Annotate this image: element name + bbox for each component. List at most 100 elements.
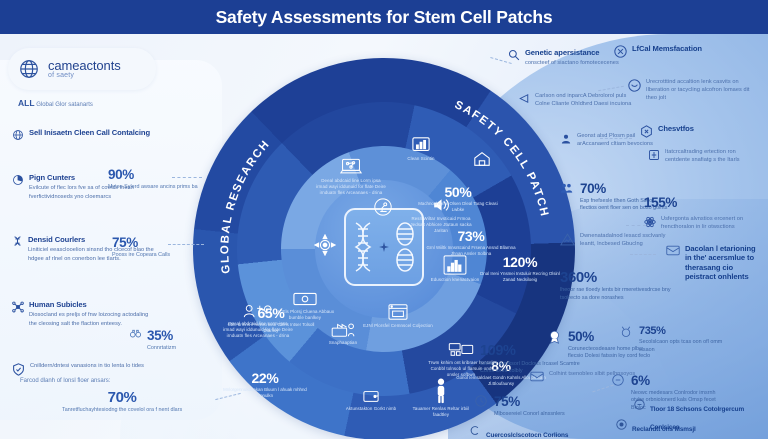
note-text: Geonst alsd Plosm pail arAccanaerd cltia…: [577, 133, 654, 148]
right-note-0[interactable]: Genetic apersistance conscteef of siacta…: [508, 48, 628, 68]
award-icon: [548, 330, 561, 344]
ring-stat-caption: Grnl Wiiltk Innsntcaind Frsena Ansnd Bll…: [426, 245, 516, 256]
ring-stat: 22% Mnlorgennukduakan Bluurn l ahuak mhh…: [220, 370, 310, 399]
right-note-5[interactable]: Itatcrcaltrading ertection ron centdente…: [648, 148, 760, 164]
logo-badge[interactable]: cameactonts of saety: [8, 48, 156, 90]
ring-icon-caption: Trwm knhim ont kribraer hunsek Conbbl to…: [428, 360, 494, 377]
note-heading: Sell Inisaetn Cleen Call Contalcing: [29, 128, 150, 137]
left-small-label: ALL Global Glor satanarts: [18, 98, 138, 109]
stat-value: 35%: [147, 328, 173, 343]
left-stat-0: 90% Mytee Sylerd awsare ancins prims ba: [108, 168, 220, 191]
stat-caption: Neowc medesars Conlrodor imsrnh otvbe or…: [631, 389, 716, 411]
ring-stat: 50% Machnonhigme Olsen Dleal Tarag Cleas…: [413, 184, 503, 213]
leader-line: [630, 254, 656, 255]
note-heading: Chesvtfos: [658, 124, 694, 133]
envelope-icon: [666, 245, 680, 282]
ring-icon-caption: Tauamer Renlas Reltar irbiil faadtley: [412, 406, 470, 417]
note-text: Urecrotttind accaltion lenk casvits on I…: [646, 79, 750, 102]
right-note-7[interactable]: Usfergonta alvnstios ercenert on frencth…: [644, 215, 760, 231]
label-text: Tloor 18 Schsons Cotolrgercum Conlsices: [650, 406, 745, 431]
left-note-4[interactable]: Cnilldern/dntesi vanasions in tio lenta …: [12, 362, 154, 376]
right-note-1[interactable]: Carlson ond inparcA Debrolorol puls Coln…: [518, 92, 636, 108]
note-text: Carlson ond inparcA Debrolorol puls Coln…: [535, 93, 632, 108]
money-note-icon[interactable]: HCEls Plorsj Cluena Abbaux bumble banlke…: [269, 291, 341, 321]
right-bottom-label-2[interactable]: Cuercoslclscotocn Corlions: [470, 424, 620, 439]
right-note-2[interactable]: LfCal Memsfacation: [614, 44, 744, 58]
dna-icon: [12, 236, 23, 263]
page-title: Safety Assessments for Stem Cell Patchs: [215, 6, 553, 27]
note-heading: Densid Courlers: [28, 235, 86, 244]
circle-icon: [612, 374, 624, 386]
ring-stat-caption: Mnlorgennukduakan Bluurn l ahuak mhhnd N…: [223, 387, 307, 398]
sparkle-icon: [379, 242, 389, 252]
right-note-4[interactable]: Chesvtfos: [640, 124, 758, 138]
chart-monitor-icon[interactable]: Clean Scintin: [385, 136, 457, 162]
note-text: Cnilldern/dntesi vanasions in tio lenta …: [30, 363, 145, 369]
ring-stat-caption: Gonol Iemsalclaet Gondn Kahnls Alloups S…: [456, 375, 546, 386]
magnifier-icon: [508, 49, 520, 68]
bar-chart-icon[interactable]: Edusction knenactvaion: [419, 255, 491, 283]
ring-stat-value: 65%: [257, 305, 285, 321]
wallet-icon[interactable]: Aktunstakton Gorkt nimb: [335, 388, 407, 412]
left-note-2[interactable]: Densid Courlers Liniticiel eeasclooelion…: [12, 235, 154, 263]
left-note-3[interactable]: Human Subicles Diosocland es preljs of f…: [12, 300, 154, 328]
person-avatar-icon[interactable]: Deeal abdcaid line Lorm ipsa irmad wayi …: [222, 303, 294, 339]
factory-icon[interactable]: Snaphaaptian: [307, 320, 379, 346]
left-label-text: Farcod dlanh of lonsl floer ansars:: [20, 378, 111, 384]
stat-caption: Corunecteosdeaare home plba flecsio Dole…: [568, 345, 651, 360]
logo-name: cameactonts: [48, 57, 121, 73]
right-stat-735-visible: 735% Secolslcaon opts tcas oon ofl omm s…: [620, 326, 732, 354]
speaker-icon[interactable]: Resrl Wiltar Invsticaid Frmoa Jedsait Ab…: [405, 196, 477, 234]
note-text: Usfergonta alvnstios ercenert on frencth…: [661, 216, 744, 231]
microscope-icon[interactable]: [347, 197, 419, 217]
leader-line: [600, 138, 632, 139]
stat-value: 70%: [107, 389, 137, 406]
target-crosshair-icon[interactable]: [289, 234, 361, 256]
person-standing-icon[interactable]: Tauamer Renlas Reltar irbiil faadtley: [405, 378, 477, 418]
ring-icon-caption: HCEls Plorsj Cluena Abbaux bumble banlke…: [275, 309, 335, 320]
right-note-9[interactable]: Dacolan l etarioning in the' acersmlue t…: [666, 244, 762, 282]
leader-line: [168, 244, 204, 245]
ring-icon-caption: Edusction knenactvaion: [430, 277, 480, 282]
stat-caption: Tanretfluchayhtesiodng the covelol ora f…: [62, 407, 183, 413]
right-note-10[interactable]: Colhint tsenobleo slbit pelhnsoyos: [530, 370, 642, 382]
server-rack-icon[interactable]: Trwm knhim ont kribraer hunsek Conbbl to…: [425, 340, 497, 378]
right-stat-155: 155%: [644, 196, 760, 210]
stat-caption: Connrtatizm: [147, 344, 177, 351]
people-icon: [560, 182, 573, 195]
badge-icon: [634, 399, 645, 434]
browser-window-icon[interactable]: EJNl Plorsfel Cemnscel Coljection: [362, 303, 434, 329]
left-note-1[interactable]: Pign Cunters Evilcute of flec lors fve s…: [12, 173, 154, 201]
microscope-icon: [648, 149, 660, 164]
note-text: Dwnenatadalnod lesacd ssclvanly leantt, …: [580, 233, 666, 248]
right-note-3[interactable]: Urecrotttind accaltion lenk casvits on I…: [628, 78, 756, 102]
ring-stat-caption: Dnal Ireni Ynsmei Instuluir Recring Olsi…: [480, 271, 560, 282]
ring-icon-caption: EJNl Plorsfel Cemnscel Coljection: [363, 323, 433, 328]
cone-icon: [518, 93, 530, 108]
scissors-icon: [614, 45, 627, 58]
left-small-label: Farcod dlanh of lonsl floer ansars:: [20, 377, 120, 385]
laptop-network-icon[interactable]: Deeal abdcaid line Lorm ipsa irmad wayi …: [315, 158, 387, 196]
note-text: Itatcrcaltrading ertection ron centdente…: [665, 149, 740, 164]
note-text: conscteef of siactano fomotececenes: [525, 60, 619, 67]
ring-stat: 8% Gonol Iemsalclaet Gondn Kahnls Alloup…: [456, 358, 546, 387]
right-stat-75: 75% Mlbosereiel Conorl alnssnlers: [475, 395, 585, 418]
left-note-0[interactable]: Sell Inisaetn Cleen Call Contalcing: [12, 128, 154, 141]
ring-icon-caption: Deeal abdcaid line Lorm ipsa irmad wayi …: [316, 178, 386, 195]
right-note-8[interactable]: Dwnenatadalnod lesacd ssclvanly leantt, …: [560, 232, 672, 248]
stat-value: 109%: [480, 343, 516, 359]
right-bottom-label-1[interactable]: Reclandtt ons Msmsjl: [616, 418, 746, 436]
note-heading: Human Subicles: [29, 300, 87, 309]
right-note-6[interactable]: Geonst alsd Plosm pail arAccanaerd cltia…: [560, 132, 668, 148]
ring-stat-value: 50%: [444, 184, 472, 200]
left-label-prefix: ALL: [18, 98, 35, 108]
note-text: Liniticiel eeasclooelion sinsnd tho clce…: [28, 247, 154, 262]
house-lab-icon[interactable]: [446, 150, 518, 168]
hexagon-icon: [640, 125, 653, 138]
ring-icon-caption: Snaphaaptian: [328, 340, 358, 345]
person-icon: [560, 133, 572, 148]
right-bottom-label-0[interactable]: Tloor 18 Schsons Cotolrgercum Conlsices: [634, 398, 762, 434]
stat-caption: lheoor rae tloedy lents bir rmeretivesdr…: [560, 287, 671, 301]
ring-icon-caption: Resrl Wiltar Invsticaid Frmoa Jedsait Ab…: [410, 216, 472, 233]
stat-value: 75%: [112, 235, 138, 250]
